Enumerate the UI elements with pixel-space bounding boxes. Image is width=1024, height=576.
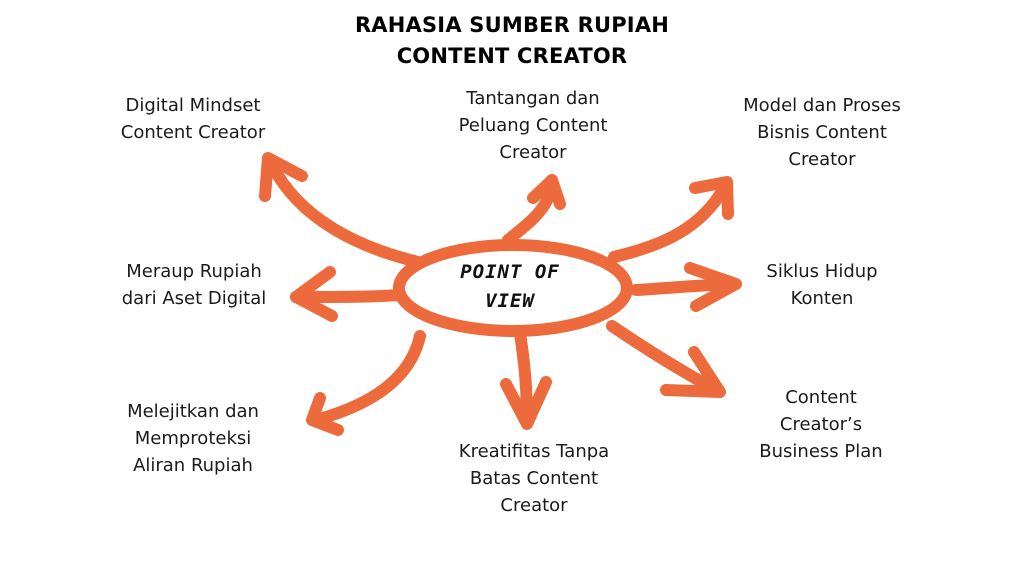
diagram-title-line2: CONTENT CREATOR xyxy=(396,44,628,68)
center-label-line2: VIEW xyxy=(485,290,535,312)
arrow-model-bisnis xyxy=(608,182,730,263)
arrow-business-plan xyxy=(606,320,722,396)
node-text-line: Content xyxy=(785,387,857,408)
arrow-meraup xyxy=(290,289,406,303)
node-digital-mindset: Digital Mindset Content Creator xyxy=(101,92,285,146)
node-text-line: Creator xyxy=(788,149,856,170)
node-text-line: Model dan Proses xyxy=(743,95,901,116)
node-text-line: Content Creator xyxy=(120,122,266,143)
arrowhead-model-bisnis xyxy=(689,176,734,220)
node-text-line: Peluang Content xyxy=(458,115,608,136)
arrowhead-tantangan xyxy=(527,174,566,210)
node-text-line: Memproteksi xyxy=(134,428,252,449)
node-text-line: Siklus Hidup xyxy=(766,261,878,282)
arrowhead-digital-mindset xyxy=(259,152,308,202)
center-label-line1: POINT OF xyxy=(460,261,560,283)
node-text-line: Creator xyxy=(500,495,568,516)
node-text-line: Melejitkan dan xyxy=(127,401,259,422)
node-text-line: Creator xyxy=(499,142,567,163)
node-text-line: Batas Content xyxy=(469,468,599,489)
arrowhead-melejitkan xyxy=(306,392,344,436)
arrowhead-siklus xyxy=(684,262,742,312)
arrowhead-kreatifitas xyxy=(500,376,552,430)
node-text-line: dari Aset Digital xyxy=(121,288,267,309)
node-melejitkan: Melejitkan dan Memproteksi Aliran Rupiah xyxy=(108,398,278,479)
node-text-line: Tantangan dan xyxy=(466,88,600,109)
diagram-title-line1: RAHASIA SUMBER RUPIAH xyxy=(354,13,670,37)
node-text-line: Business Plan xyxy=(759,441,883,462)
node-text-line: Konten xyxy=(790,288,854,309)
node-kreatifitas: Kreatifitas Tanpa Batas Content Creator xyxy=(434,438,634,519)
node-model-bisnis: Model dan Proses Bisnis Content Creator xyxy=(724,92,920,173)
node-meraup: Meraup Rupiah dari Aset Digital xyxy=(100,258,288,312)
arrowhead-business-plan xyxy=(660,346,726,398)
arrow-melejitkan xyxy=(310,330,426,426)
arrowhead-meraup xyxy=(290,266,338,322)
node-text-line: Digital Mindset xyxy=(125,95,261,116)
node-text-line: Meraup Rupiah xyxy=(126,261,262,282)
node-text-line: Aliran Rupiah xyxy=(133,455,253,476)
node-tantangan: Tantangan dan Peluang Content Creator xyxy=(436,85,630,166)
node-text-line: Kreatifitas Tanpa xyxy=(458,441,610,462)
node-siklus: Siklus Hidup Konten xyxy=(752,258,892,312)
node-business-plan: Content Creator’s Business Plan xyxy=(746,384,896,465)
node-text-line: Creator’s xyxy=(779,414,863,435)
arrow-digital-mindset xyxy=(266,159,424,268)
center-ellipse xyxy=(393,239,633,337)
node-text-line: Bisnis Content xyxy=(757,122,887,143)
